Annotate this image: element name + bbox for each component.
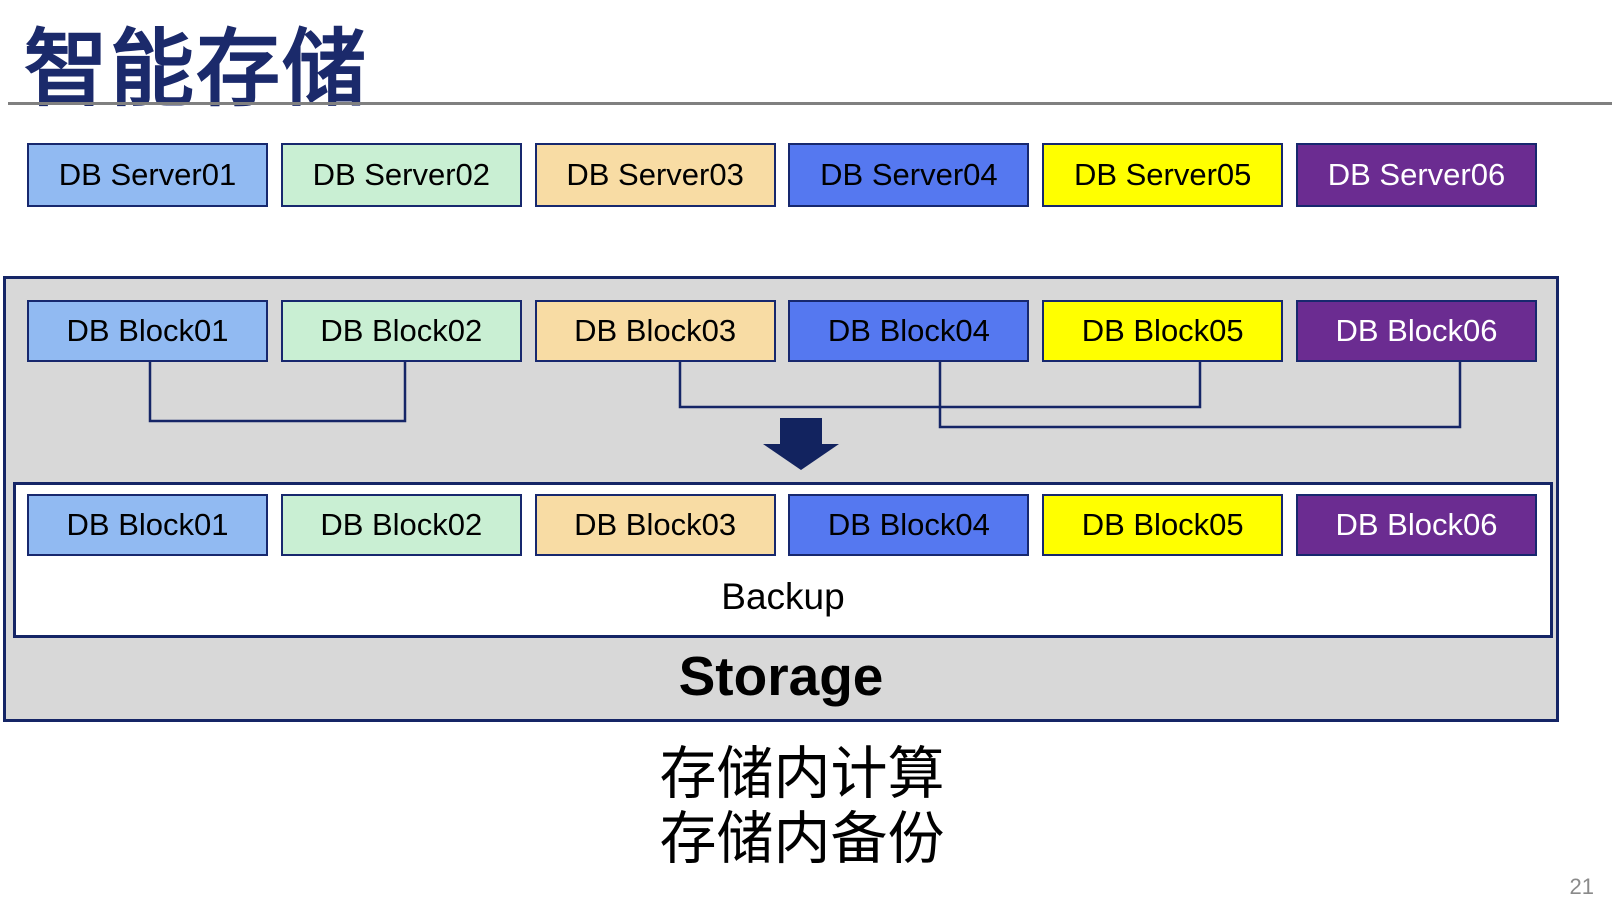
db-block-top-04: DB Block04 [788, 300, 1030, 362]
slide-title: 智能存储 [24, 22, 369, 116]
db-block-bottom-06: DB Block06 [1295, 494, 1537, 556]
db-server-04: DB Server04 [788, 143, 1030, 207]
caption-line-2: 存储内备份 [659, 807, 945, 871]
title-divider [8, 102, 1612, 105]
storage-label: Storage [678, 645, 884, 707]
db-block-bottom-03: DB Block03 [534, 494, 776, 556]
page-number: 21 [1569, 874, 1594, 899]
db-block-bottom-02: DB Block02 [280, 494, 522, 556]
db-block-bottom-04: DB Block04 [788, 494, 1030, 556]
db-block-bottom-01: DB Block01 [27, 494, 268, 556]
db-block-top-01: DB Block01 [27, 300, 268, 362]
db-block-bottom-05: DB Block05 [1042, 494, 1284, 556]
caption-line-1: 存储内计算 [659, 742, 945, 806]
db-block-top-06: DB Block06 [1295, 300, 1537, 362]
db-server-03: DB Server03 [534, 143, 776, 207]
db-server-05: DB Server05 [1042, 143, 1284, 207]
db-block-top-05: DB Block05 [1042, 300, 1284, 362]
db-server-02: DB Server02 [280, 143, 522, 207]
db-block-top-03: DB Block03 [534, 300, 776, 362]
db-server-06: DB Server06 [1295, 143, 1537, 207]
db-server-01: DB Server01 [27, 143, 268, 207]
backup-label: Backup [721, 576, 845, 617]
caption-text: 存储内计算 存储内备份 [10, 742, 1594, 872]
db-block-top-02: DB Block02 [280, 300, 522, 362]
